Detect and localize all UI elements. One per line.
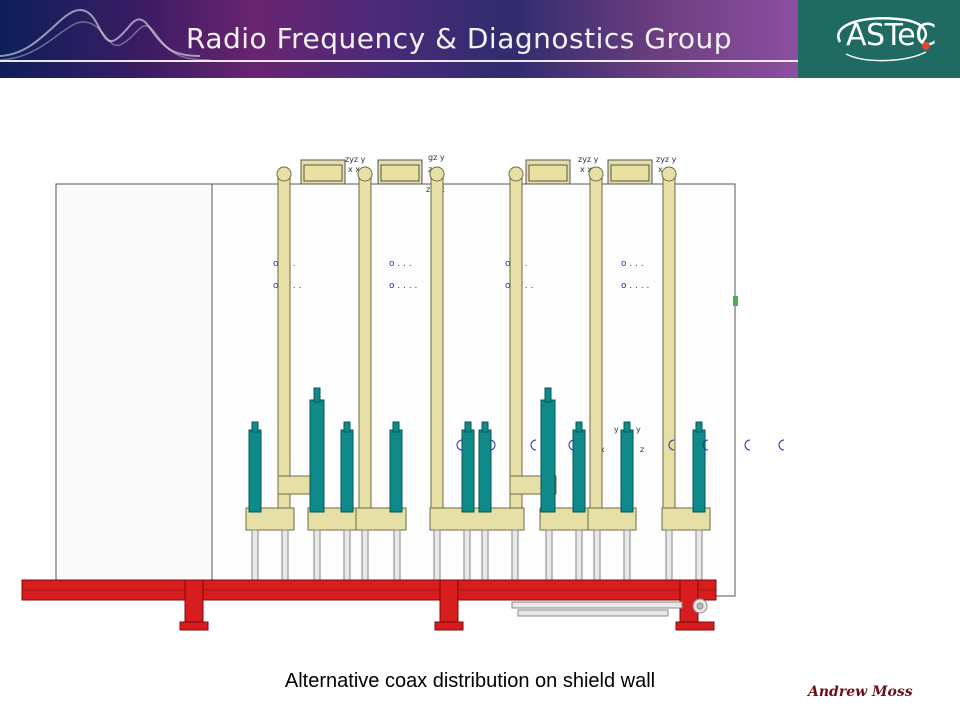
logo-dot [922, 42, 930, 50]
svg-text:o . . . .: o . . . . [389, 281, 417, 291]
banner-background [0, 0, 798, 78]
author-name: Andrew Moss [808, 684, 913, 700]
banner-divider-line [0, 60, 798, 62]
lower-pipework [511, 598, 708, 617]
svg-text:zyz y: zyz y [578, 155, 599, 164]
vertical-coax-lines [276, 166, 677, 513]
coax-connectors [248, 387, 706, 513]
svg-text:x x: x x [580, 165, 592, 174]
svg-text:z: z [640, 445, 644, 454]
support-frame [21, 579, 717, 631]
shield-wall-panel-left [55, 183, 213, 581]
svg-text:zyz y: zyz y [656, 155, 677, 164]
waveform-graphic [0, 8, 211, 61]
green-marker [733, 296, 738, 306]
slide-caption: Alternative coax distribution on shield … [284, 670, 656, 692]
page-title: Radio Frequency & Diagnostics Group [186, 22, 732, 55]
svg-text:o . . .: o . . . [621, 259, 644, 269]
svg-text:x x: x x [348, 165, 360, 174]
svg-text:o . . . .: o . . . . [621, 281, 649, 291]
svg-text:o . . .: o . . . [389, 259, 412, 269]
svg-text:y: y [614, 425, 619, 434]
svg-text:zyz y: zyz y [345, 155, 366, 164]
top-boxes [300, 159, 653, 185]
header-banner: Radio Frequency & Diagnostics Group ASTe… [0, 0, 960, 78]
logo-swoosh [837, 17, 927, 62]
logo-panel [798, 0, 960, 78]
svg-text:y: y [636, 425, 641, 434]
svg-text:gz y: gz y [428, 153, 445, 162]
arc-symbols [456, 439, 785, 451]
logo: ASTeC [846, 18, 936, 53]
